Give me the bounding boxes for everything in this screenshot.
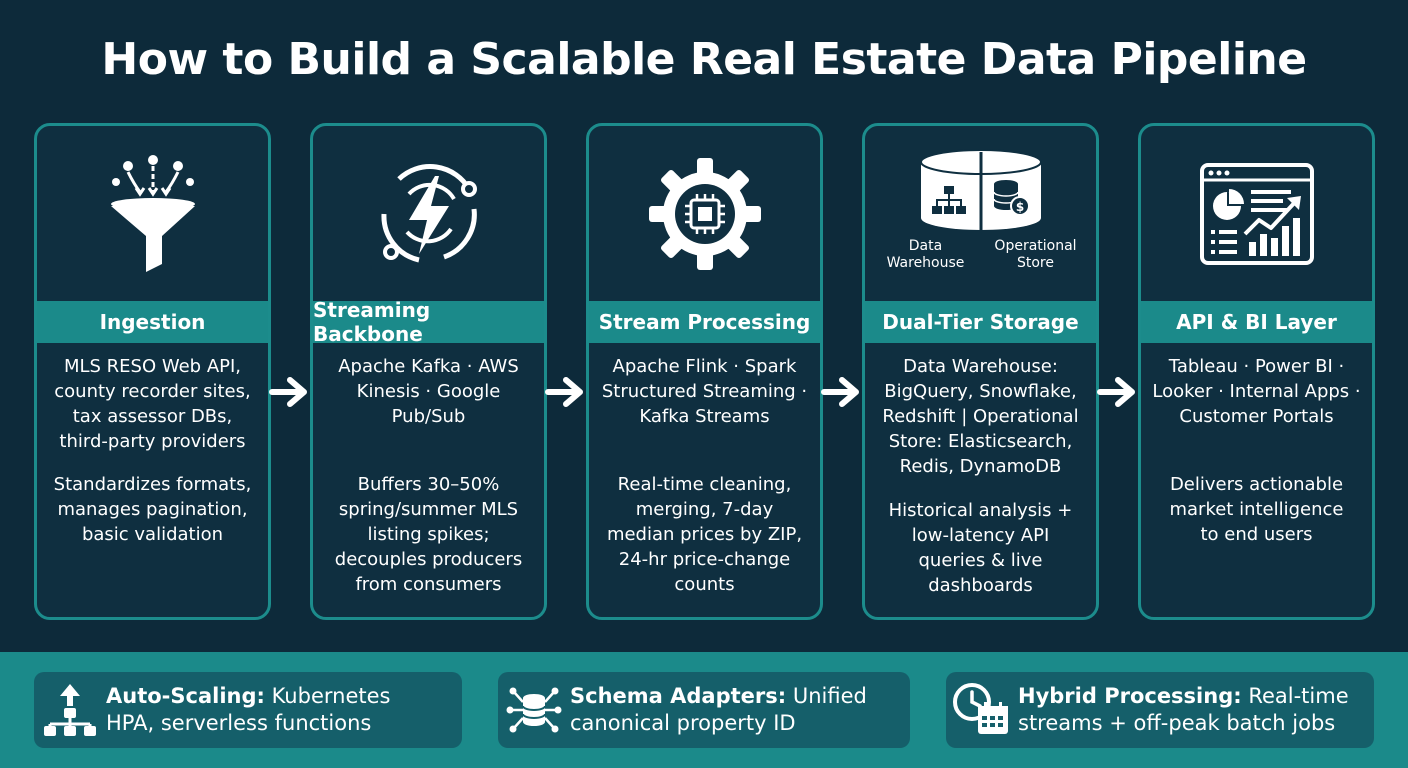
stage-sources: Data Warehouse:BigQuery, Snowflake,Redsh… <box>882 356 1079 477</box>
stage-sources: MLS RESO Web API,county recorder sites, … <box>54 356 251 452</box>
stage-card-api-bi-layer: API & BI Layer Tableau · Power BI ·Looke… <box>1138 123 1375 620</box>
gear-chip-icon <box>589 126 820 301</box>
feature-title: Auto-Scaling: <box>106 684 265 708</box>
hybrid-clock-calendar-icon <box>946 672 1018 748</box>
feature-hybrid-processing: Hybrid Processing: Real-time streams + o… <box>946 672 1374 748</box>
schema-adapter-icon <box>498 672 570 748</box>
stage-header: API & BI Layer <box>1141 301 1372 343</box>
auto-scaling-icon <box>34 672 106 748</box>
feature-title: Hybrid Processing: <box>1018 684 1242 708</box>
funnel-icon <box>37 126 268 301</box>
stage-card-ingestion: Ingestion MLS RESO Web API,county record… <box>34 123 271 620</box>
stage-header: Ingestion <box>37 301 268 343</box>
arrow-right-icon <box>545 377 583 407</box>
stage-notes: Standardizes formats,manages pagination,… <box>53 474 252 545</box>
feature-strip: Auto-Scaling: Kubernetes HPA, serverless… <box>0 652 1408 768</box>
page-title: How to Build a Scalable Real Estate Data… <box>101 34 1307 85</box>
feature-schema-adapters: Schema Adapters: Unified canonical prope… <box>498 672 910 748</box>
arrow-right-icon <box>821 377 859 407</box>
dashboard-chart-icon <box>1141 126 1372 301</box>
stage-sources: Tableau · Power BI ·Looker · Internal Ap… <box>1152 356 1361 427</box>
database-split-icon: $ <box>865 126 1096 301</box>
lightning-stream-icon <box>313 126 544 301</box>
feature-title: Schema Adapters: <box>570 684 787 708</box>
svg-text:$: $ <box>1015 200 1023 214</box>
stage-header: Dual-Tier Storage <box>865 301 1096 343</box>
stage-header: Streaming Backbone <box>313 298 544 346</box>
feature-auto-scaling: Auto-Scaling: Kubernetes HPA, serverless… <box>34 672 462 748</box>
stage-header: Stream Processing <box>589 301 820 343</box>
arrow-right-icon <box>1097 377 1135 407</box>
arrow-right-icon <box>269 377 307 407</box>
